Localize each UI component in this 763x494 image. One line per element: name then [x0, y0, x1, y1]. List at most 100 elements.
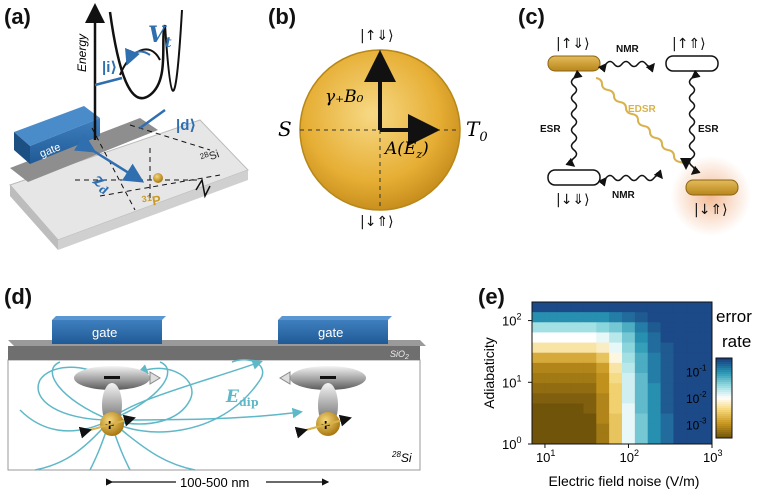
state-pill-br — [685, 179, 739, 196]
heatmap-cell — [660, 403, 674, 415]
heatmap-cell — [686, 302, 700, 313]
heatmap-cell — [673, 403, 687, 415]
heatmap-cell — [557, 383, 572, 394]
vt-arrow — [125, 47, 151, 66]
heatmap-cell — [647, 312, 662, 323]
heatmap-cell — [673, 342, 687, 354]
colorbar-segment — [716, 420, 732, 423]
heatmap-cell — [609, 342, 623, 354]
heatmap-cell — [557, 312, 572, 323]
heatmap-cell — [699, 383, 713, 394]
nuclear-spin-right — [294, 414, 352, 439]
heatmap-cell — [673, 352, 687, 364]
heatmap-cell — [583, 302, 597, 313]
heatmap-cell — [673, 322, 687, 333]
colorbar-segment — [716, 384, 732, 387]
heatmap-cell — [647, 352, 662, 364]
heatmap-cell — [557, 352, 572, 364]
y-axis-label: Adiabaticity — [481, 337, 497, 409]
ket-i-label: |i⟩ — [102, 59, 117, 76]
b-left-label: S — [278, 117, 292, 141]
distance-label: 100-500 nm — [180, 475, 249, 490]
heatmap-cell — [583, 373, 597, 384]
heatmap-cell — [557, 332, 572, 344]
colorbar-segment — [716, 414, 732, 417]
y-tick-label: 102 — [502, 312, 521, 329]
x-axis-label: Electric field noise (V/m) — [549, 473, 700, 489]
colorbar-segment — [716, 426, 732, 429]
level-d-line — [139, 108, 166, 130]
heatmap-cell — [634, 302, 649, 313]
heatmap-cell — [544, 352, 559, 364]
heatmap-cell — [596, 403, 610, 415]
nmr-top-label: NMR — [616, 44, 640, 55]
heatmap-cell — [686, 322, 700, 333]
heatmap-cell — [647, 362, 662, 374]
heatmap-cell — [532, 413, 546, 425]
heatmap-cell — [622, 362, 636, 374]
si28-label-d: 28Si — [391, 450, 412, 465]
colorbar-title-2: rate — [722, 332, 751, 351]
heatmap-cell — [634, 342, 649, 354]
zd-arrow — [73, 133, 145, 183]
heatmap-cell — [686, 423, 700, 435]
heatmap-cell — [570, 413, 584, 425]
heatmap-cell — [609, 302, 623, 313]
heatmap-cell — [647, 322, 662, 333]
nmr-bottom-label: NMR — [612, 190, 636, 201]
colorbar-segment — [716, 416, 732, 419]
heatmap-cell — [583, 423, 597, 435]
heatmap-cell — [557, 413, 572, 425]
colorbar-segment — [716, 378, 732, 381]
heatmap-cell — [596, 383, 610, 394]
colorbar-segment — [716, 398, 732, 401]
state-pill-tr — [665, 55, 719, 72]
heatmap-cell — [686, 342, 700, 354]
heatmap-cell — [699, 413, 713, 425]
heatmap-cell — [622, 383, 636, 394]
heatmap-cell — [660, 362, 674, 374]
heatmap-cell — [557, 393, 572, 404]
heatmap-cell — [532, 362, 546, 374]
colorbar-segment — [716, 366, 732, 369]
spin-arrow-left — [149, 371, 161, 385]
heatmap-cell — [673, 433, 687, 445]
heatmap-cell — [609, 393, 623, 404]
heatmap-cell — [622, 413, 636, 425]
nmr-bottom-wave — [597, 169, 663, 187]
heatmap-cell — [634, 403, 649, 415]
nuclear-spin-left — [78, 414, 136, 439]
heatmap-cell — [686, 413, 700, 425]
heatmap-cell — [609, 413, 623, 425]
heatmap-cell — [557, 342, 572, 354]
colorbar-segment — [716, 358, 732, 361]
colorbar-segment — [716, 412, 732, 415]
heatmap-cell — [596, 393, 610, 404]
substrate-side-left — [10, 185, 58, 250]
heatmap-cell — [673, 302, 687, 313]
distance-bg — [176, 474, 266, 490]
heatmap-cell — [622, 403, 636, 415]
heatmap-cell — [532, 332, 546, 344]
vt-label: Vt — [148, 22, 172, 51]
colorbar-segment — [716, 396, 732, 399]
panel-e-label: (e) — [478, 284, 505, 309]
heatmap-cell — [622, 423, 636, 435]
heatmap-cell — [660, 342, 674, 354]
heatmap — [532, 302, 713, 445]
p-label: 31P — [141, 191, 163, 210]
heatmap-cell — [673, 383, 687, 394]
heatmap-cell — [647, 423, 662, 435]
heatmap-cell — [570, 403, 584, 415]
heatmap-cell — [673, 373, 687, 384]
colorbar-segment — [716, 372, 732, 375]
heatmap-cell — [570, 433, 584, 445]
heatmap-cell — [699, 322, 713, 333]
colorbar-segment — [716, 368, 732, 371]
heatmap-cell — [596, 362, 610, 374]
heatmap-cell — [583, 393, 597, 404]
heatmap-cell — [660, 322, 674, 333]
heatmap-cell — [686, 393, 700, 404]
heatmap-cell — [609, 312, 623, 323]
